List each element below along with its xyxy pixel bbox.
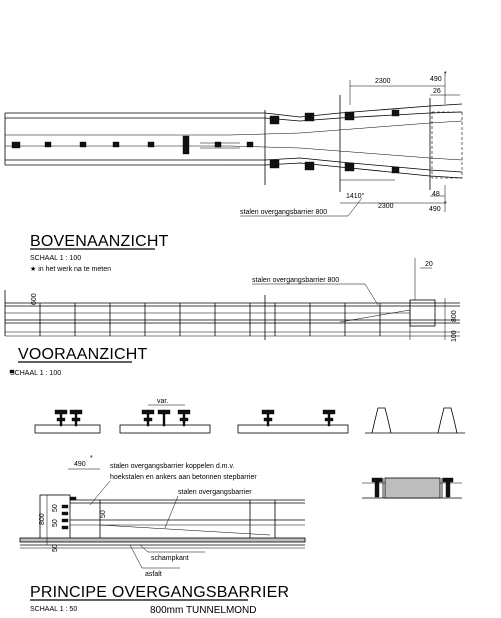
principle-barrier-label: stalen overgangsbarrier: [178, 489, 252, 496]
front-dim-20: 20: [425, 261, 433, 268]
front-dim-800: 800: [451, 310, 458, 322]
principle-dim-490: 490: [74, 461, 86, 468]
top-view-title: BOVENAANZICHT: [30, 233, 169, 250]
front-dim-100: 100: [451, 330, 458, 342]
var-label: var.: [157, 398, 168, 405]
dim-26: 26: [433, 88, 441, 95]
front-view-scale: SCHAAL 1 : 100: [10, 370, 61, 377]
principle-scale: SCHAAL 1 : 50: [30, 606, 77, 613]
front-barrier-label: stalen overgangsbarrier 800: [252, 277, 339, 284]
principle-section: [362, 477, 462, 499]
principle-kerb-label: schampkant: [151, 555, 189, 562]
star-bottom: *: [444, 201, 447, 208]
principle-dim-50-c: 50: [100, 510, 107, 518]
front-dim-600: 600: [31, 293, 38, 305]
top-view-scale: SCHAAL 1 : 100: [30, 255, 81, 262]
principle-subtitle: 800mm TUNNELMOND: [150, 605, 257, 616]
section-2: var.: [119, 398, 211, 434]
dim-2300-bottom: 2300: [378, 203, 394, 210]
top-view-note: ★ in het werk na te meten: [30, 265, 111, 273]
principle-dim-800: 800: [39, 513, 46, 525]
dim-1410: 1410°: [346, 192, 365, 200]
top-view: 2300 490 * 26 1410° 48 2300 490 * stalen…: [4, 71, 463, 273]
front-view-title: VOORAANZICHT: [18, 346, 148, 363]
section-3: [237, 409, 349, 434]
cross-sections: var.: [34, 398, 465, 434]
dim-490-top: 490: [430, 76, 442, 83]
front-view: 20 800 100 600 stalen overgangsbarrier 8…: [4, 258, 460, 377]
star-top: *: [444, 71, 447, 78]
principle-star: *: [90, 455, 93, 462]
section-1: [34, 409, 101, 434]
anchor-bolts: [61, 496, 77, 530]
principle-dim-50-a: 50: [52, 504, 59, 512]
section-4: [365, 407, 465, 434]
principle-dim-50-d: 50: [52, 544, 59, 552]
principle-view: 490 * stalen overgangsbarrier koppelen d…: [19, 455, 462, 616]
principle-dim-50-b: 50: [52, 519, 59, 527]
principle-title: PRINCIPE OVERGANGSBARRIER: [30, 584, 289, 601]
top-rail-posts: [11, 109, 400, 174]
dim-2300-top: 2300: [375, 78, 391, 85]
dim-490-bottom: 490: [429, 206, 441, 213]
top-barrier-label: stalen overgangsbarrier 800: [240, 209, 327, 216]
front-rail-posts: [39, 303, 381, 336]
principle-note-line2: hoekstalen en ankers aan betonnen stepba…: [110, 474, 257, 481]
principle-asphalt-label: asfalt: [145, 571, 162, 578]
principle-note-line1: stalen overgangsbarrier koppelen d.m.v.: [110, 463, 234, 470]
dim-48: 48: [432, 191, 440, 198]
